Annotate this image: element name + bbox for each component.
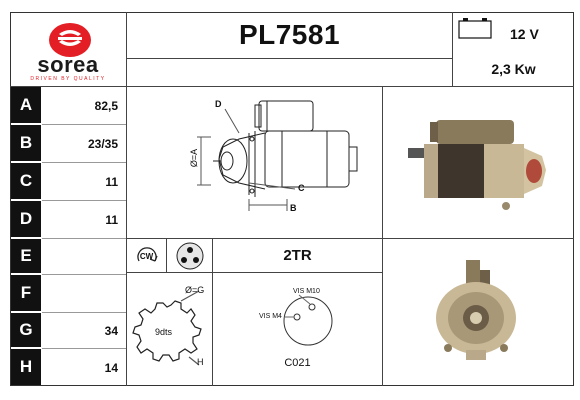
- label-a: A: [11, 87, 41, 123]
- diagram-label-d: D: [215, 99, 222, 109]
- divider: [212, 272, 382, 273]
- divider: [126, 12, 127, 386]
- rotation-cw-icon: CW: [127, 239, 166, 272]
- power: 2,3 Kw: [491, 61, 536, 77]
- divider: [10, 86, 574, 87]
- starter-side-image: [384, 88, 572, 236]
- sorea-logo-icon: [49, 23, 91, 57]
- rotation-direction: CW: [139, 252, 154, 261]
- label-c: C: [11, 163, 41, 199]
- value-d: 11: [105, 212, 118, 227]
- connector-code: C021: [284, 357, 311, 369]
- brand-tagline: DRIVEN BY QUALITY: [30, 76, 106, 82]
- brand-logo: sorea DRIVEN BY QUALITY: [12, 14, 124, 84]
- brand-name: sorea: [37, 52, 99, 77]
- terminal-m4-label: VIS M4: [259, 313, 282, 320]
- mount-holes-icon: [167, 239, 212, 272]
- gear-teeth: 9dts: [155, 327, 173, 337]
- divider: [126, 272, 212, 273]
- value-c: 11: [105, 174, 118, 189]
- mount-code: 2TR: [283, 247, 312, 264]
- starter-front-photo-icon: [436, 260, 516, 360]
- gear-height-label: H: [197, 357, 204, 367]
- label-g: G: [11, 313, 41, 347]
- terminal-m10-label: VIS M10: [293, 288, 320, 295]
- starter-side-photo-icon: [408, 120, 546, 210]
- divider: [126, 58, 452, 59]
- divider: [42, 124, 126, 125]
- label-e: E: [11, 239, 41, 273]
- divider: [42, 162, 126, 163]
- label-f: F: [11, 275, 41, 311]
- value-e: [42, 239, 124, 274]
- diagram-label-a: Ø=A: [189, 148, 200, 168]
- diagram-label-b: B: [290, 203, 297, 213]
- battery-icon: [458, 17, 492, 44]
- divider: [42, 274, 126, 275]
- starter-outline-icon: [197, 100, 358, 211]
- starter-front-image: [384, 240, 572, 385]
- terminal-diagram: VIS M10 VIS M4 C021: [213, 273, 382, 385]
- divider: [126, 238, 574, 239]
- divider: [452, 12, 453, 86]
- divider: [42, 348, 126, 349]
- starter-technical-drawing: D C B Ø=A: [127, 87, 382, 238]
- divider: [42, 312, 126, 313]
- diagram-label-c: C: [298, 183, 305, 193]
- divider: [382, 86, 383, 386]
- value-g: 34: [104, 323, 118, 338]
- part-number: PL7581: [238, 19, 341, 50]
- value-a: 82,5: [94, 98, 118, 113]
- pinion-gear-icon: [132, 290, 202, 366]
- divider: [42, 200, 126, 201]
- gear-diagram: 9dts Ø=G H: [127, 273, 212, 385]
- label-h: H: [11, 349, 41, 385]
- label-d: D: [11, 201, 41, 237]
- label-b: B: [11, 125, 41, 161]
- divider: [212, 238, 213, 386]
- divider: [42, 238, 126, 239]
- terminal-layout-icon: [283, 294, 333, 346]
- value-b: 23/35: [87, 136, 118, 151]
- gear-diameter-label: Ø=G: [185, 285, 205, 295]
- value-h: 14: [104, 360, 118, 375]
- datasheet-frame: [10, 12, 574, 386]
- divider: [166, 238, 167, 272]
- voltage: 12 V: [510, 26, 539, 42]
- value-f: [42, 275, 124, 312]
